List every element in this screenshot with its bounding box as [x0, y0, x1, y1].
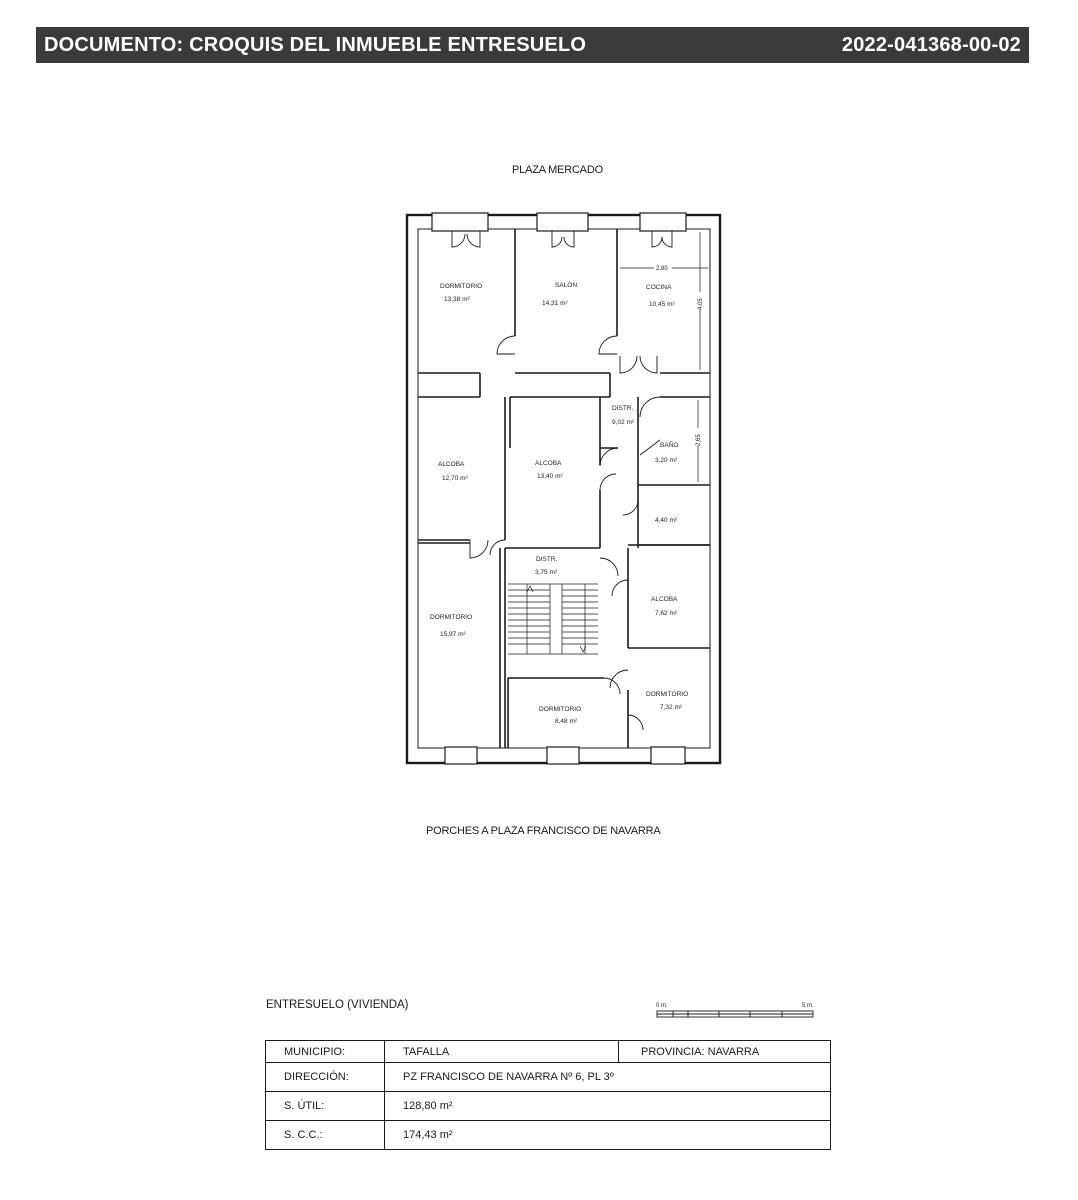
room-area: 3,75 m²	[535, 569, 558, 576]
room-name: COCINA	[646, 284, 672, 291]
kitchen-width-dimension: 2,80	[656, 266, 668, 272]
municipio-label: MUNICIPIO:	[265, 1040, 385, 1063]
provincia-value: PROVINCIA: NAVARRA	[618, 1040, 831, 1063]
room-area: 8,48 m²	[555, 718, 578, 725]
scc-value: 174,43 m²	[384, 1120, 831, 1150]
scale-end-label: 5 m.	[802, 1003, 814, 1009]
level-label: ENTRESUELO (VIVIENDA)	[266, 999, 409, 1011]
scc-row: S. C.C.: 174,43 m²	[265, 1120, 831, 1150]
direccion-row: DIRECCIÓN: PZ FRANCISCO DE NAVARRA Nº 6,…	[265, 1062, 831, 1092]
direccion-value: PZ FRANCISCO DE NAVARRA Nº 6, PL 3º	[384, 1062, 831, 1092]
room-name: DORMITORIO	[440, 283, 482, 290]
room-area: 14,31 m²	[542, 300, 568, 307]
room-labels: DORMITORIO 13,38 m² SALÓN 14,31 m² COCIN…	[430, 280, 688, 725]
room-area: 12,70 m²	[442, 475, 468, 482]
bottom-street-label: PORCHES A PLAZA FRANCISCO DE NAVARRA	[426, 825, 661, 837]
document-reference: 2022-041368-00-02	[841, 33, 1021, 56]
bath-depth-dimension: 2,65	[696, 434, 702, 446]
top-street-label: PLAZA MERCADO	[512, 164, 603, 176]
room-area: 13,38 m²	[444, 296, 470, 303]
municipio-value: TAFALLA	[384, 1040, 619, 1063]
document-header: DOCUMENTO: CROQUIS DEL INMUEBLE ENTRESUE…	[36, 27, 1029, 63]
sutil-value: 128,80 m²	[384, 1091, 831, 1121]
room-area: 15,97 m²	[440, 631, 466, 638]
room-area: 7,62 m²	[655, 610, 678, 617]
document-title: DOCUMENTO: CROQUIS DEL INMUEBLE ENTRESUE…	[44, 33, 587, 56]
room-name: ALCOBA	[651, 596, 678, 603]
sutil-row: S. ÚTIL: 128,80 m²	[265, 1091, 831, 1121]
room-area: 10,45 m²	[649, 301, 675, 308]
kitchen-depth-dimension: 4,05	[698, 298, 704, 310]
scale-start-label: 0 m.	[656, 1003, 668, 1009]
room-name: DORMITORIO	[539, 706, 581, 713]
room-area: 3,20 m²	[655, 457, 678, 464]
scale-bar: 0 m. 5 m.	[656, 1003, 814, 1018]
scc-label: S. C.C.:	[265, 1120, 385, 1150]
room-name: ALCOBA	[438, 461, 465, 468]
municipio-row: MUNICIPIO: TAFALLA PROVINCIA: NAVARRA	[265, 1040, 831, 1063]
room-name: DORMITORIO	[646, 691, 688, 698]
room-name: DISTR.	[612, 405, 634, 412]
direccion-label: DIRECCIÓN:	[265, 1062, 385, 1092]
sutil-label: S. ÚTIL:	[265, 1091, 385, 1121]
room-name: SALÓN	[555, 280, 577, 289]
property-info-table: MUNICIPIO: TAFALLA PROVINCIA: NAVARRA DI…	[265, 1040, 831, 1150]
room-area: 4,40 m²	[655, 517, 678, 524]
room-area: 7,32 m²	[660, 704, 683, 711]
room-area: 13,40 m²	[537, 473, 563, 480]
room-name: BAÑO	[660, 440, 678, 449]
room-name: ALCOBA	[535, 460, 562, 467]
room-name: DISTR.	[536, 556, 558, 563]
room-name: DORMITORIO	[430, 614, 472, 621]
room-area: 9,02 m²	[612, 419, 635, 426]
